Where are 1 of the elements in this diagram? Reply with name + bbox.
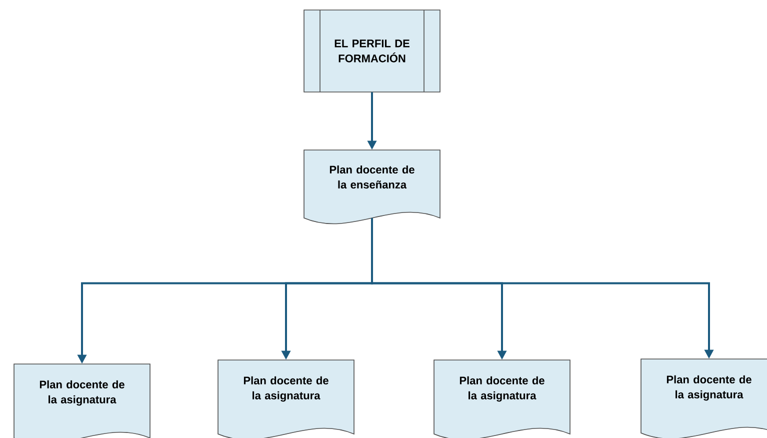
process-box: EL PERFIL DE FORMACIÓN <box>304 10 440 92</box>
